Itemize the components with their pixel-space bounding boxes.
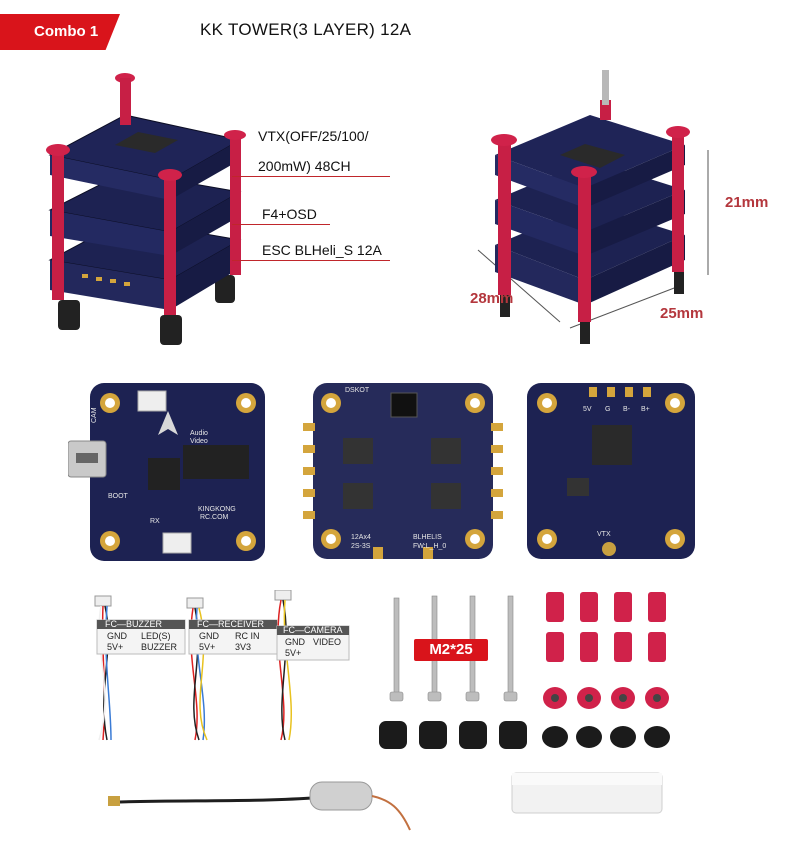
cable-set: FC—BUZZER GND LED(S) 5V+ BUZZER FC—RECEI… bbox=[94, 590, 350, 741]
esc-board: DSKOT 12Ax4 2S-3S BLHELIS FW:L_H_0 bbox=[303, 383, 503, 559]
camera-tag-r1b: VIDEO bbox=[313, 637, 341, 647]
screw-size-badge: M2*25 bbox=[414, 639, 488, 661]
lock-nuts bbox=[543, 687, 669, 709]
receiver-cable-tag: FC—RECEIVER GND RC IN 5V+ 3V3 bbox=[188, 619, 278, 655]
vtx-print-label: VTX bbox=[597, 531, 611, 538]
camera-tag-r2a: 5V+ bbox=[285, 648, 301, 658]
vtx-print-5v: 5V bbox=[583, 406, 592, 413]
vtx-print-b-minus: B- bbox=[623, 406, 631, 413]
buzzer-tag-r2b: BUZZER bbox=[141, 642, 178, 652]
esc-print-dshot: DSKOT bbox=[345, 387, 370, 394]
buzzer-tag-r2a: 5V+ bbox=[107, 642, 123, 652]
esc-spec-label: ESC BLHeli_S 12A bbox=[262, 242, 382, 258]
fc-print-video: Video bbox=[190, 438, 208, 445]
esc-print-fw: FW:L_H_0 bbox=[413, 543, 446, 550]
vtx-board: 5V G B- B+ VTX bbox=[527, 383, 695, 559]
flight-controller-board: CAM Audio Video BOOT RX KINGKONG RC.COM bbox=[68, 383, 265, 561]
vtx-spec-label-line1: VTX(OFF/25/100/ bbox=[258, 128, 369, 144]
esc-print-blhs: BLHELIS bbox=[413, 534, 442, 541]
rubber-pads bbox=[542, 726, 670, 748]
fc-print-site: RC.COM bbox=[200, 514, 229, 521]
dimension-width: 25mm bbox=[660, 305, 704, 322]
heat-shrink-tube bbox=[511, 772, 663, 814]
fc-print-brand: KINGKONG bbox=[198, 506, 236, 513]
fc-print-boot: BOOT bbox=[108, 493, 129, 500]
esc-leader-line bbox=[232, 260, 390, 261]
buzzer-tag-r1b: LED(S) bbox=[141, 631, 171, 641]
stack-photo-dimensions bbox=[477, 70, 709, 344]
esc-print-cells: 2S-3S bbox=[351, 543, 371, 550]
vtx-print-b-plus: B+ bbox=[641, 406, 650, 413]
buzzer-tag-title: FC—BUZZER bbox=[105, 619, 162, 629]
vtx-spec-label-line2: 200mW) 48CH bbox=[258, 158, 351, 174]
camera-cable-tag: FC—CAMERA GND VIDEO 5V+ bbox=[276, 625, 350, 661]
page-title: KK TOWER(3 LAYER) 12A bbox=[200, 20, 412, 39]
receiver-tag-r1a: GND bbox=[199, 631, 220, 641]
buzzer-tag-r1a: GND bbox=[107, 631, 128, 641]
combo-badge: Combo 1 bbox=[0, 14, 120, 50]
dimension-height: 21mm bbox=[725, 194, 769, 211]
camera-tag-title: FC—CAMERA bbox=[283, 625, 343, 635]
fc-print-cam: CAM bbox=[91, 407, 98, 423]
receiver-tag-title: FC—RECEIVER bbox=[197, 619, 265, 629]
fc-leader-line bbox=[232, 224, 330, 225]
vtx-leader-line bbox=[232, 176, 390, 177]
fc-spec-label: F4+OSD bbox=[262, 206, 317, 222]
standoffs bbox=[546, 592, 666, 662]
dimension-depth: 28mm bbox=[470, 290, 514, 307]
receiver-tag-r2b: 3V3 bbox=[235, 642, 251, 652]
fc-print-audio: Audio bbox=[190, 430, 208, 437]
receiver-tag-r1b: RC IN bbox=[235, 631, 260, 641]
fc-print-rx: RX bbox=[150, 518, 160, 525]
grommets bbox=[379, 721, 527, 749]
antenna bbox=[108, 781, 411, 831]
camera-tag-r1a: GND bbox=[285, 637, 306, 647]
vtx-print-g: G bbox=[605, 406, 610, 413]
buzzer-cable-tag: FC—BUZZER GND LED(S) 5V+ BUZZER bbox=[96, 619, 186, 655]
stack-photo-labeled bbox=[46, 73, 246, 345]
esc-print-model: 12Ax4 bbox=[351, 534, 371, 541]
receiver-tag-r2a: 5V+ bbox=[199, 642, 215, 652]
